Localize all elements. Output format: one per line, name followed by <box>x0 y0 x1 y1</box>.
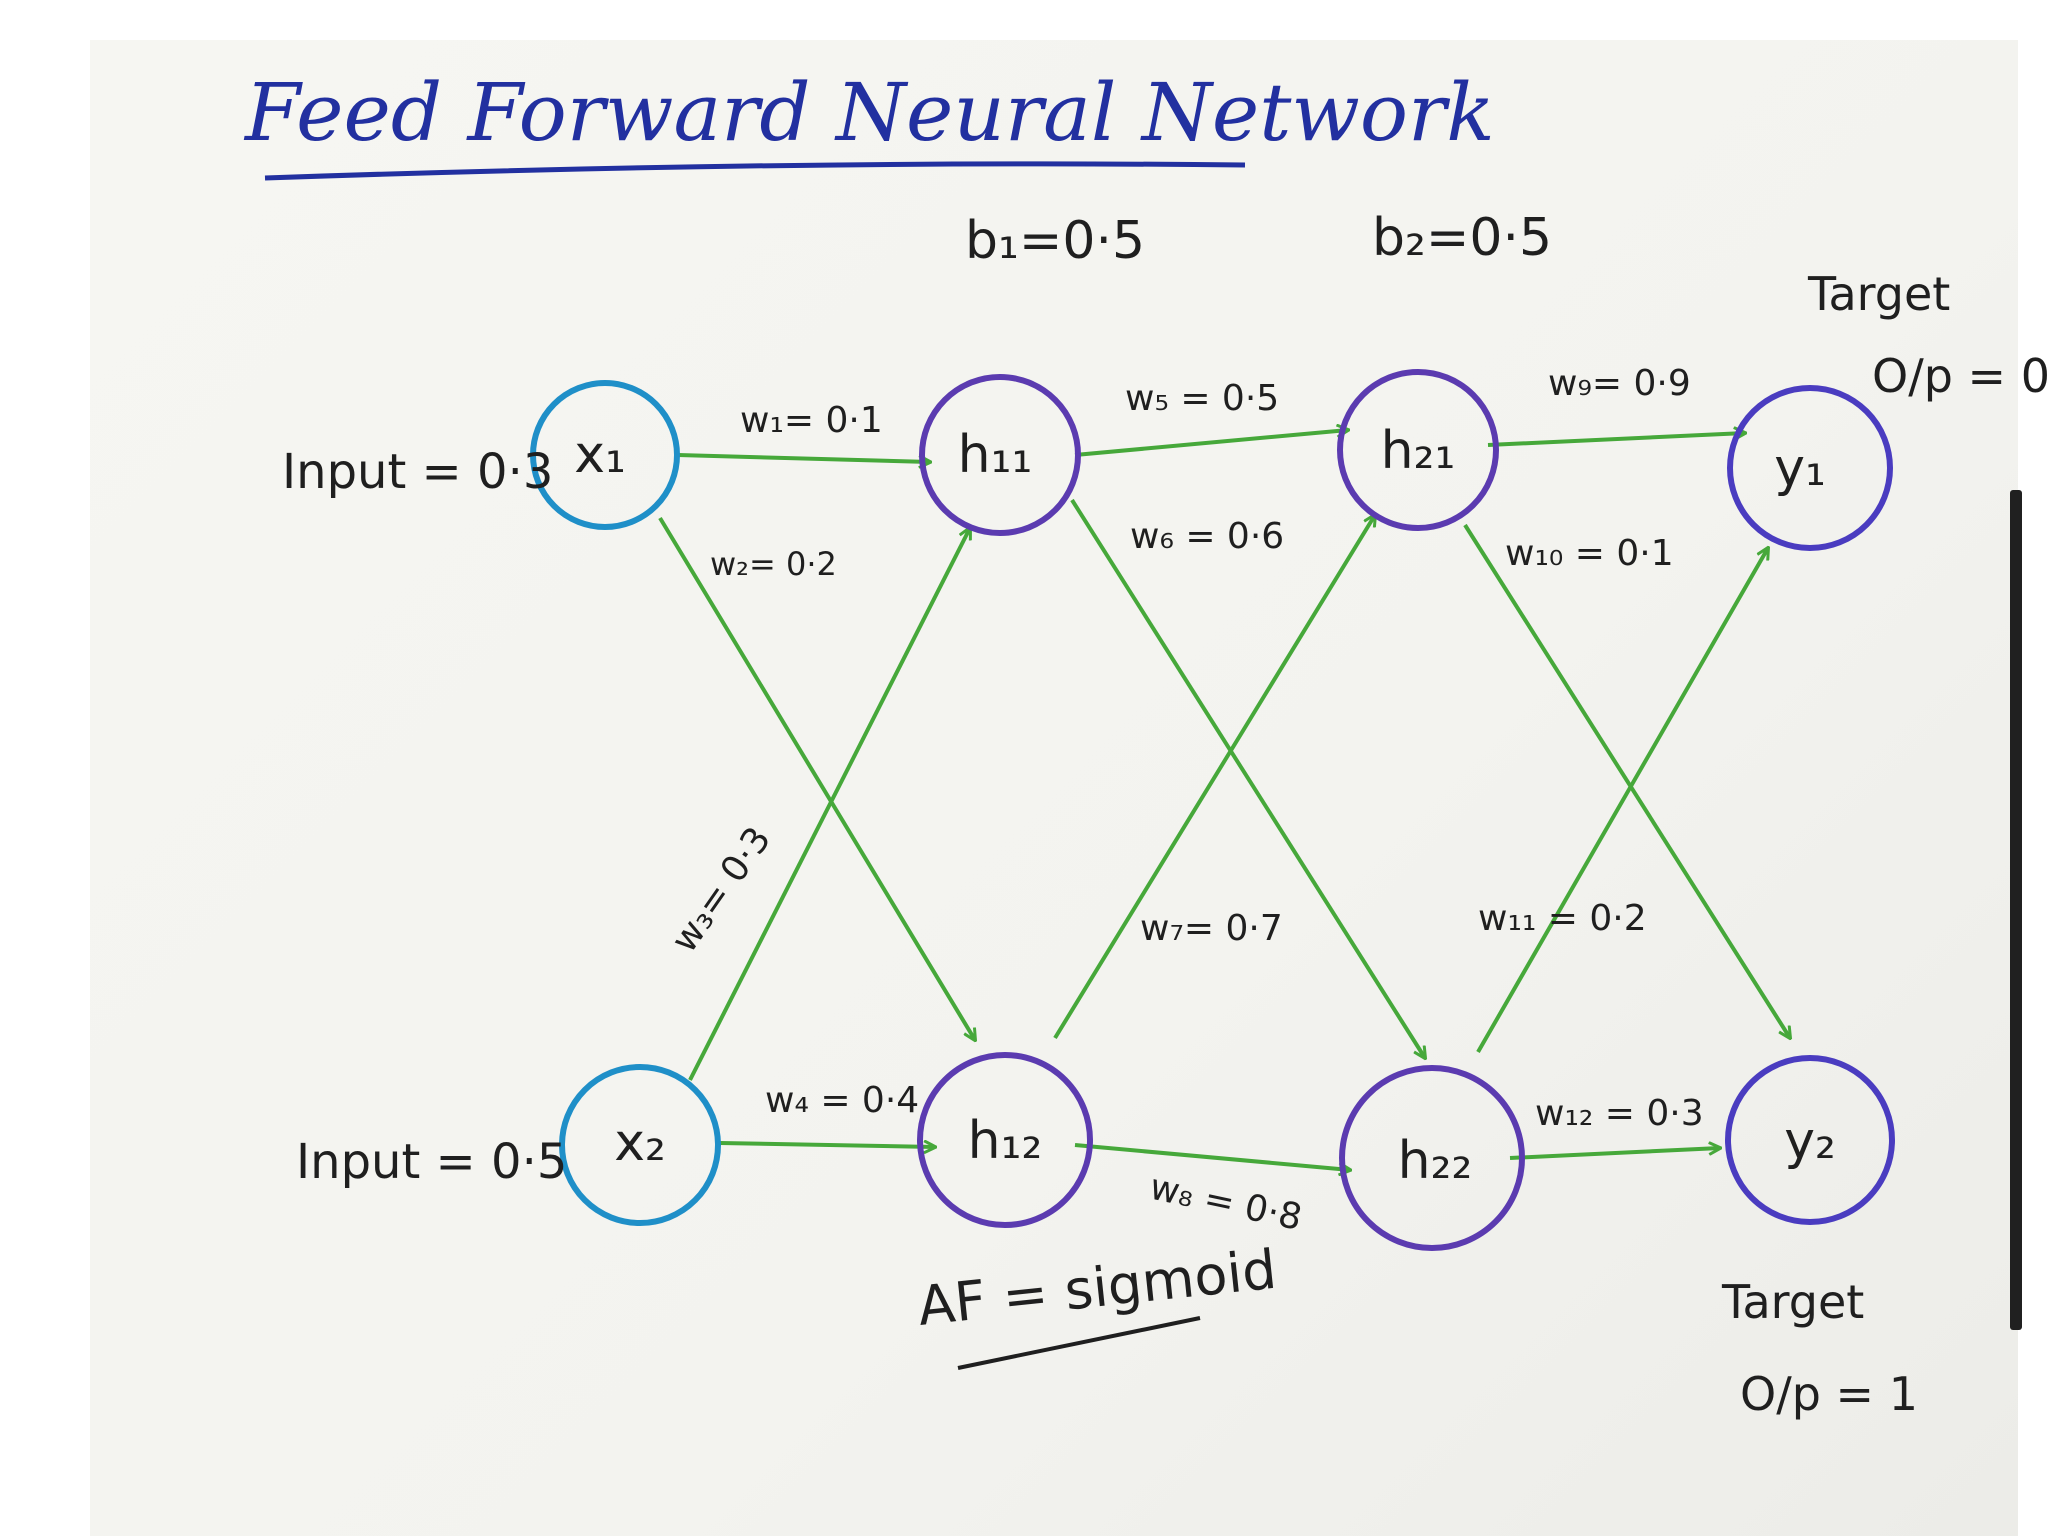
target-y1-value: O/p = 0 <box>1872 349 2048 403</box>
input-x2-label: Input = 0·5 <box>296 1134 567 1190</box>
weight-w2-label: w₂= 0·2 <box>710 545 837 583</box>
weight-w9-label: w₉= 0·9 <box>1548 363 1691 404</box>
weight-w7-label: w₇= 0·7 <box>1140 908 1283 949</box>
node-h22-label: h₂₂ <box>1398 1131 1473 1191</box>
bias-b2-label: b₂=0·5 <box>1372 208 1552 268</box>
target-y2-value: O/p = 1 <box>1740 1367 1918 1421</box>
activation-underline <box>957 1316 1201 1370</box>
node-y1 <box>1727 385 1893 551</box>
node-x1-label: x₁ <box>574 425 626 485</box>
left-margin <box>0 0 90 1536</box>
edge-h11-h21 <box>1074 430 1348 457</box>
activation-function-label: AF = sigmoid <box>915 1238 1280 1338</box>
edge-x2-h12 <box>719 1143 935 1147</box>
board-edge-shadow <box>2010 490 2022 1330</box>
title-underline <box>264 161 1246 181</box>
target-y2-word: Target <box>1721 1275 1864 1329</box>
edge-h21-y1 <box>1487 433 1745 447</box>
edge-h22-y2 <box>1509 1148 1720 1160</box>
node-x1 <box>530 380 680 530</box>
right-margin <box>2018 40 2048 1536</box>
edge-h12-h21 <box>1053 515 1375 1040</box>
edge-h21-y2 <box>1463 523 1790 1038</box>
whiteboard <box>90 40 2018 1536</box>
node-y2 <box>1725 1055 1895 1225</box>
weight-w10-label: w₁₀ = 0·1 <box>1505 533 1674 574</box>
edge-x2-h11 <box>688 528 970 1081</box>
weight-w1-label: w₁= 0·1 <box>740 400 883 441</box>
target-y1-word: Target <box>1807 267 1950 321</box>
edge-x1-h11 <box>677 453 930 462</box>
edge-h11-h22 <box>1070 498 1425 1058</box>
weight-w8-label: w₈ = 0·8 <box>1146 1167 1305 1239</box>
input-x1-label: Input = 0·3 <box>282 444 553 500</box>
weight-w4-label: w₄ = 0·4 <box>765 1080 919 1121</box>
bias-b1-label: b₁=0·5 <box>965 211 1145 271</box>
node-x2 <box>559 1064 721 1226</box>
weight-w6-label: w₆ = 0·6 <box>1130 516 1284 557</box>
edge-h22-y1 <box>1476 548 1768 1053</box>
node-h11 <box>919 374 1081 536</box>
weight-w11-label: w₁₁ = 0·2 <box>1478 898 1647 939</box>
node-h11-label: h₁₁ <box>958 425 1033 485</box>
node-h12-label: h₁₂ <box>968 1111 1043 1171</box>
edge-h12-h22 <box>1074 1143 1350 1170</box>
edge-x1-h12 <box>658 516 975 1040</box>
node-y2-label: y₂ <box>1784 1111 1836 1171</box>
weight-w12-label: w₁₂ = 0·3 <box>1535 1093 1704 1134</box>
node-x2-label: x₂ <box>614 1113 666 1173</box>
node-h12 <box>917 1052 1093 1228</box>
node-h21 <box>1337 369 1499 531</box>
node-h22 <box>1339 1065 1525 1251</box>
weight-w5-label: w₅ = 0·5 <box>1125 378 1279 419</box>
node-y1-label: y₁ <box>1774 438 1826 498</box>
node-h21-label: h₂₁ <box>1381 421 1456 481</box>
diagram-title: Feed Forward Neural Network <box>243 66 1495 159</box>
